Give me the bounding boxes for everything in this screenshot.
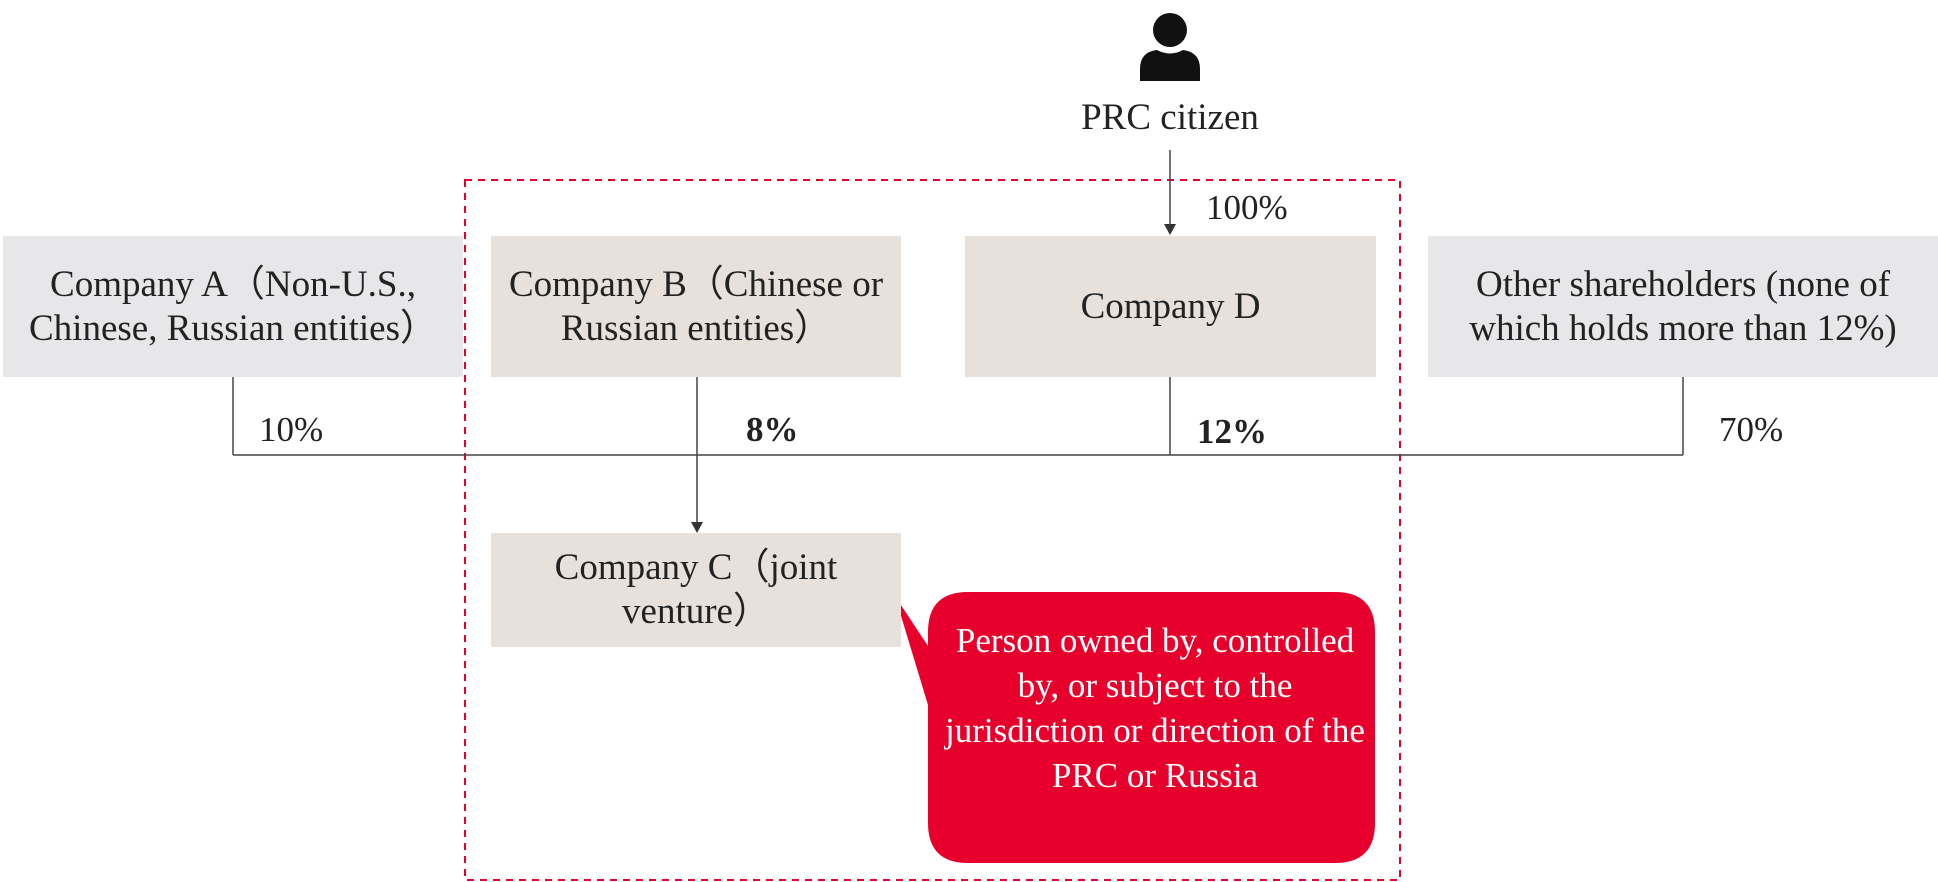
company-a-percentage: 10% xyxy=(259,410,324,449)
prc-to-company-d-percentage: 100% xyxy=(1206,188,1288,227)
company-b-to-company-c-arrowhead xyxy=(691,522,703,533)
company-c-label: Company C（joint venture） xyxy=(554,547,838,632)
company-c-box: Company C（joint venture） xyxy=(491,533,901,647)
company-a-box: Company A（Non-U.S., Chinese, Russian ent… xyxy=(3,236,463,377)
other-shareholders-box: Other shareholders (none of which holds … xyxy=(1428,236,1938,377)
company-b-box: Company B（Chinese or Russian entities） xyxy=(491,236,901,377)
prc-to-company-d-arrowhead xyxy=(1164,224,1176,235)
other-shareholders-percentage: 70% xyxy=(1719,410,1784,449)
callout-text: Person owned by, controlled by, or subje… xyxy=(945,621,1365,795)
callout-bubble xyxy=(895,592,1375,863)
prc-citizen-label: PRC citizen xyxy=(1081,97,1259,138)
person-icon xyxy=(1140,13,1200,81)
company-a-label: Company A（Non-U.S., Chinese, Russian ent… xyxy=(29,263,437,349)
company-d-box: Company D xyxy=(965,236,1376,377)
company-b-percentage: 8% xyxy=(746,410,799,449)
company-d-percentage: 12% xyxy=(1197,412,1267,451)
company-b-label: Company B（Chinese or Russian entities） xyxy=(508,263,884,349)
other-shareholders-label: Other shareholders (none of which holds … xyxy=(1469,263,1897,349)
company-d-label: Company D xyxy=(1080,285,1261,327)
